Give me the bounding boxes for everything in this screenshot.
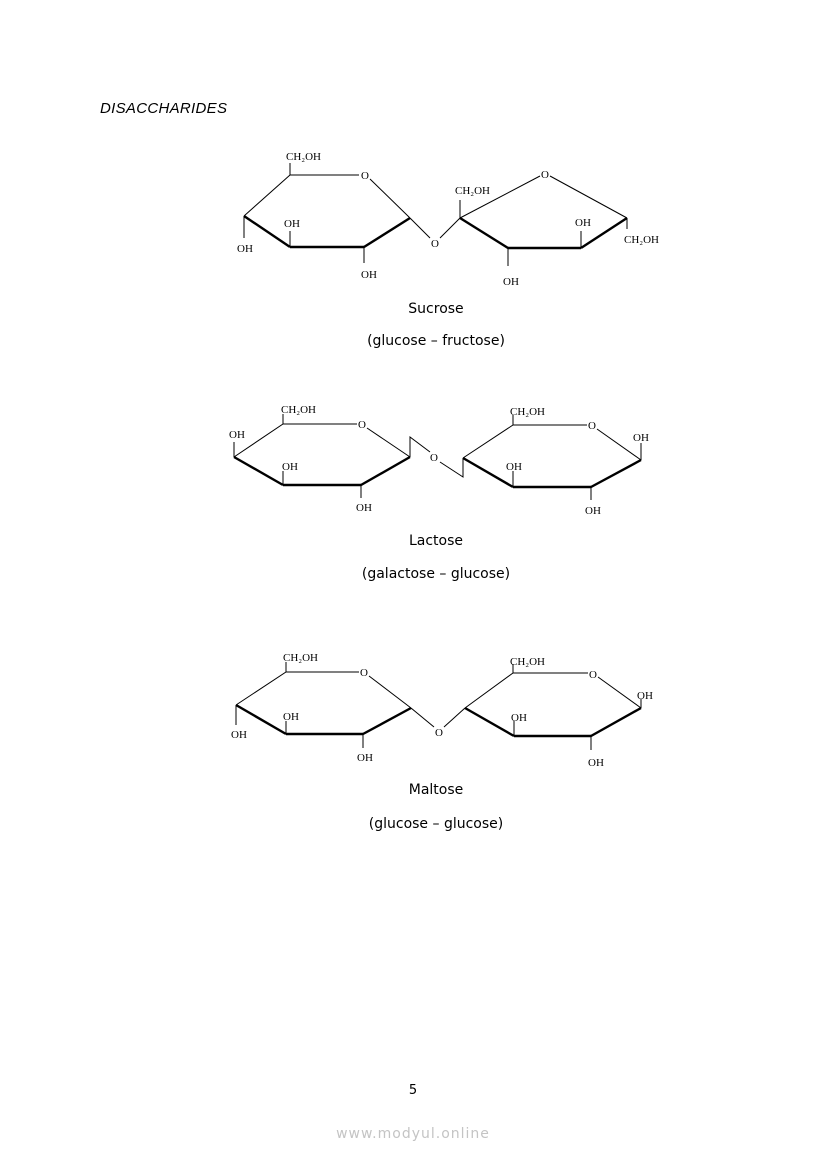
molecule-name-sucrose: Sucrose	[408, 301, 464, 317]
bond	[363, 216, 411, 249]
atom-label: O	[431, 238, 439, 250]
atom-label: O	[435, 727, 443, 739]
bond	[366, 427, 411, 458]
atom-label: CH₂OH	[510, 406, 545, 418]
atom-label: OH	[361, 269, 377, 281]
bond	[443, 707, 466, 728]
molecule-composition-sucrose: (glucose – fructose)	[367, 333, 505, 349]
bond	[590, 458, 642, 489]
bond	[409, 217, 431, 239]
bond	[459, 175, 541, 219]
atom-label: CH₂OH	[281, 404, 316, 416]
bond	[235, 703, 287, 736]
atom-label: OH	[283, 711, 299, 723]
page-number: 5	[408, 1083, 418, 1098]
bond	[549, 175, 628, 219]
atom-label: CH₂OH	[624, 234, 659, 246]
bond	[596, 428, 642, 461]
atom-label: O	[541, 169, 549, 181]
atom-label: O	[430, 452, 438, 464]
atom-label: OH	[637, 690, 653, 702]
bond	[243, 174, 359, 217]
bond	[233, 423, 357, 458]
atom-label: OH	[231, 729, 247, 741]
atom-label: OH	[585, 505, 601, 517]
atom-label: OH	[229, 429, 245, 441]
atom-label: O	[358, 419, 366, 431]
bond	[233, 455, 284, 487]
atom-label: OH	[575, 217, 591, 229]
atom-label: OH	[356, 502, 372, 514]
atom-label: O	[360, 667, 368, 679]
bond	[368, 675, 412, 709]
bond	[464, 672, 588, 709]
bond	[459, 216, 509, 250]
bond	[362, 706, 412, 736]
bond	[235, 671, 359, 706]
atom-label: O	[361, 170, 369, 182]
atom-label: OH	[633, 432, 649, 444]
maltose-structure: O CH₂OH OH OH OH O O CH₂OH OH OH OH	[231, 652, 653, 769]
atom-label: CH₂OH	[455, 185, 490, 197]
bond	[439, 217, 461, 239]
bond	[439, 458, 464, 478]
bond	[580, 216, 628, 250]
lactose-structure: O CH₂OH OH OH OH O O CH₂OH OH OH OH	[229, 404, 649, 517]
bond	[462, 424, 587, 459]
bond	[409, 436, 431, 457]
bond	[464, 706, 515, 738]
bond	[590, 706, 642, 738]
watermark: www.modyul.online	[336, 1126, 490, 1142]
atom-label: OH	[282, 461, 298, 473]
atom-label: OH	[506, 461, 522, 473]
atom-label: OH	[284, 218, 300, 230]
atom-label: OH	[357, 752, 373, 764]
atom-label: O	[588, 420, 596, 432]
atom-label: CH₂OH	[283, 652, 318, 664]
molecule-composition-lactose: (galactose – glucose)	[361, 566, 511, 582]
atom-label: OH	[503, 276, 519, 288]
atom-label: OH	[237, 243, 253, 255]
atom-label: OH	[511, 712, 527, 724]
sucrose-structure: O CH₂OH OH OH OH O O CH₂OH OH OH CH₂OH	[237, 151, 659, 288]
atom-label: O	[589, 669, 597, 681]
atom-label: CH₂OH	[510, 656, 545, 668]
bond	[243, 215, 291, 248]
bond	[410, 707, 435, 728]
section-heading: DISACCHARIDES	[100, 100, 228, 117]
atom-label: CH₂OH	[286, 151, 321, 163]
bond	[597, 676, 642, 709]
molecule-name-lactose: Lactose	[408, 533, 464, 549]
bond	[360, 455, 411, 487]
bond	[369, 178, 411, 219]
atom-label: OH	[588, 757, 604, 769]
molecule-name-maltose: Maltose	[408, 782, 464, 798]
molecule-composition-maltose: (glucose – glucose)	[368, 816, 504, 832]
bond	[462, 456, 514, 489]
